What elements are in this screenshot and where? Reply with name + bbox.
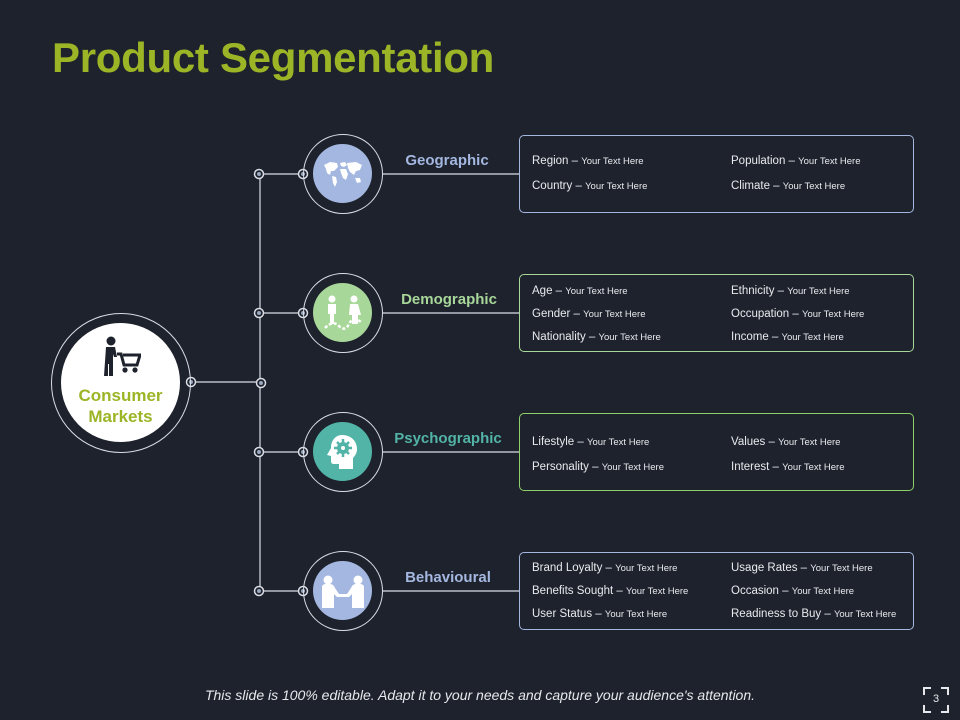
list-item: Population – Your Text Here xyxy=(731,155,861,167)
list-item: Values – Your Text Here xyxy=(731,436,841,448)
segment-behavioural-circle xyxy=(313,561,372,620)
segment-psychographic-label: Psychographic xyxy=(394,430,502,447)
segment-behavioural-box: Brand Loyalty – Your Text Here Usage Rat… xyxy=(519,552,914,630)
page-number-badge: 3 xyxy=(922,686,950,714)
list-item: Gender – Your Text Here xyxy=(532,308,646,320)
list-item: Readiness to Buy – Your Text Here xyxy=(731,608,897,620)
list-item: Occasion – Your Text Here xyxy=(731,585,855,597)
list-item: Brand Loyalty – Your Text Here xyxy=(532,562,678,574)
segment-geographic-label: Geographic xyxy=(405,152,489,169)
list-item: Country – Your Text Here xyxy=(532,180,648,192)
page-number: 3 xyxy=(932,693,940,705)
consumer-markets-hub: Consumer Markets xyxy=(51,313,191,453)
list-item: Climate – Your Text Here xyxy=(731,180,846,192)
segment-demographic-ring xyxy=(303,273,383,353)
list-item: Personality – Your Text Here xyxy=(532,461,665,473)
segment-psychographic-ring xyxy=(303,412,383,492)
footer-note: This slide is 100% editable. Adapt it to… xyxy=(204,687,756,703)
list-item: Usage Rates – Your Text Here xyxy=(731,562,873,574)
shopping-cart-person-icon xyxy=(103,336,141,376)
list-item: Region – Your Text Here xyxy=(532,155,644,167)
segment-geographic-box: Region – Your Text Here Population – You… xyxy=(519,135,914,213)
segment-geographic-circle xyxy=(313,144,372,203)
hub-label: Consumer Markets xyxy=(78,386,163,426)
segment-demographic-label: Demographic xyxy=(401,291,497,308)
head-gear-icon xyxy=(326,434,357,469)
list-item: Interest – Your Text Here xyxy=(731,461,845,473)
list-item: Income – Your Text Here xyxy=(731,331,844,343)
list-item: Lifestyle – Your Text Here xyxy=(532,436,650,448)
list-item: Ethnicity – Your Text Here xyxy=(731,285,850,297)
world-map-icon xyxy=(323,161,362,187)
segment-behavioural-ring xyxy=(303,551,383,631)
list-item: Occupation – Your Text Here xyxy=(731,308,865,320)
people-icon xyxy=(323,295,362,330)
segment-psychographic-circle xyxy=(313,422,372,481)
page-title: Product Segmentation xyxy=(52,34,495,81)
segment-geographic-ring xyxy=(303,134,383,214)
list-item: User Status – Your Text Here xyxy=(532,608,668,620)
segment-demographic-box: Age – Your Text Here Ethnicity – Your Te… xyxy=(519,274,914,352)
list-item: Benefits Sought – Your Text Here xyxy=(532,585,689,597)
segment-psychographic-box: Lifestyle – Your Text Here Values – Your… xyxy=(519,413,914,491)
segment-behavioural-label: Behavioural xyxy=(405,569,491,586)
list-item: Age – Your Text Here xyxy=(532,285,628,297)
list-item: Nationality – Your Text Here xyxy=(532,331,661,343)
expand-corners-icon xyxy=(923,687,949,713)
handshake-icon xyxy=(321,575,364,608)
segment-demographic-circle xyxy=(313,283,372,342)
